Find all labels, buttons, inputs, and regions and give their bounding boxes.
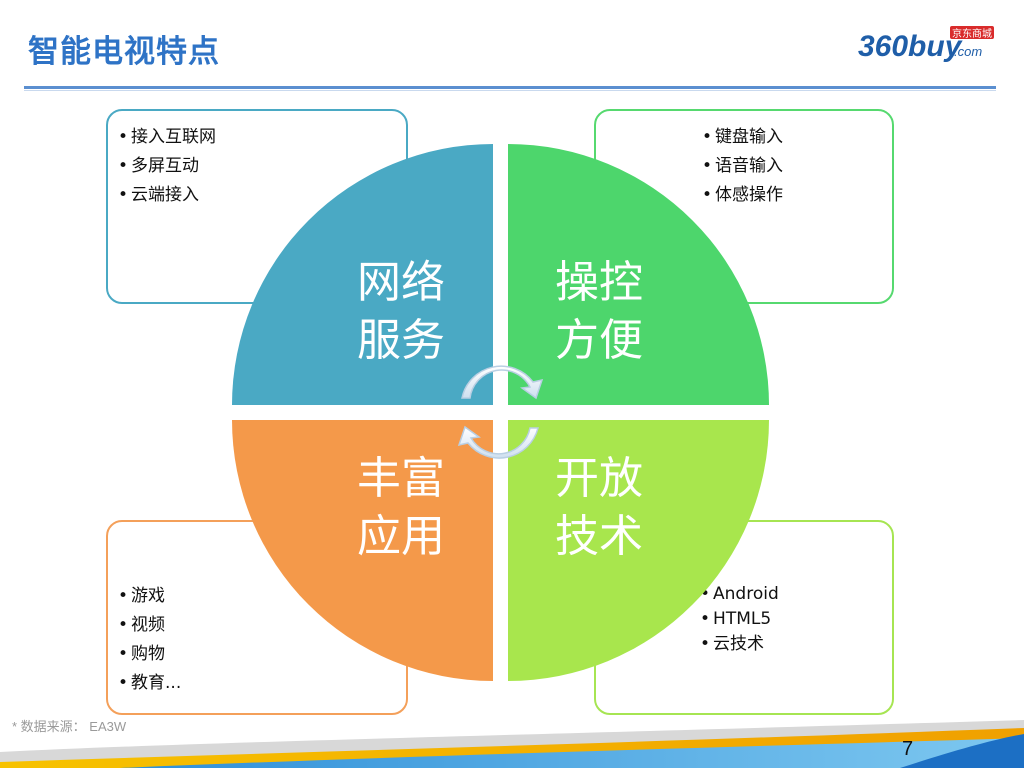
list-item: 接入互联网 [118, 123, 216, 152]
cycle-arrows-icon [457, 365, 544, 459]
quadrant-label-rich-apps: 丰富 应用 [346, 450, 456, 566]
label-line: 服务 [357, 315, 445, 366]
list-item: 游戏 [118, 582, 181, 611]
bullet-list: Android HTML5 云技术 [700, 582, 779, 657]
logo-small-text: 京东商城 [952, 27, 992, 40]
list-item: 视频 [118, 611, 181, 640]
label-line: 技术 [555, 511, 643, 562]
list-item: 云端接入 [118, 181, 216, 210]
quadrant-network-service [232, 144, 493, 405]
slide-title: 智能电视特点 [28, 34, 220, 70]
label-line: 操控 [555, 257, 643, 308]
title-divider [24, 86, 996, 89]
quadrant-label-network-service: 网络 服务 [346, 254, 456, 370]
label-line: 应用 [357, 511, 445, 562]
label-line: 网络 [357, 257, 445, 308]
quadrant-easy-control [508, 144, 769, 405]
label-line: 丰富 [357, 453, 445, 504]
list-item: 多屏互动 [118, 152, 216, 181]
title-divider-shadow [24, 90, 996, 91]
logo-com-text: .com [954, 44, 982, 59]
360buy-logo: 360buy 京东商城 .com [858, 26, 994, 63]
list-item: 语音输入 [702, 152, 783, 181]
footer-wave-decoration [0, 720, 1024, 768]
quadrant-label-easy-control: 操控 方便 [544, 254, 654, 370]
list-item: 体感操作 [702, 181, 783, 210]
quadrant-label-open-tech: 开放 技术 [544, 450, 654, 566]
bullet-list: 接入互联网 多屏互动 云端接入 [118, 123, 216, 210]
list-item: 教育... [118, 669, 181, 698]
bullet-list: 键盘输入 语音输入 体感操作 [702, 123, 783, 210]
logo-main-text: 360buy [858, 30, 963, 63]
label-line: 方便 [555, 315, 643, 366]
list-item: Android [700, 582, 779, 607]
list-item: 键盘输入 [702, 123, 783, 152]
bullet-list: 游戏 视频 购物 教育... [118, 582, 181, 698]
label-line: 开放 [555, 453, 643, 504]
list-item: HTML5 [700, 607, 779, 632]
quadrant-rich-apps [232, 420, 493, 681]
quadrant-open-tech [508, 420, 769, 681]
page-number: 7 [902, 738, 914, 760]
list-item: 云技术 [700, 632, 779, 657]
data-source-note: * 数据来源： EA3W [12, 719, 127, 734]
list-item: 购物 [118, 640, 181, 669]
